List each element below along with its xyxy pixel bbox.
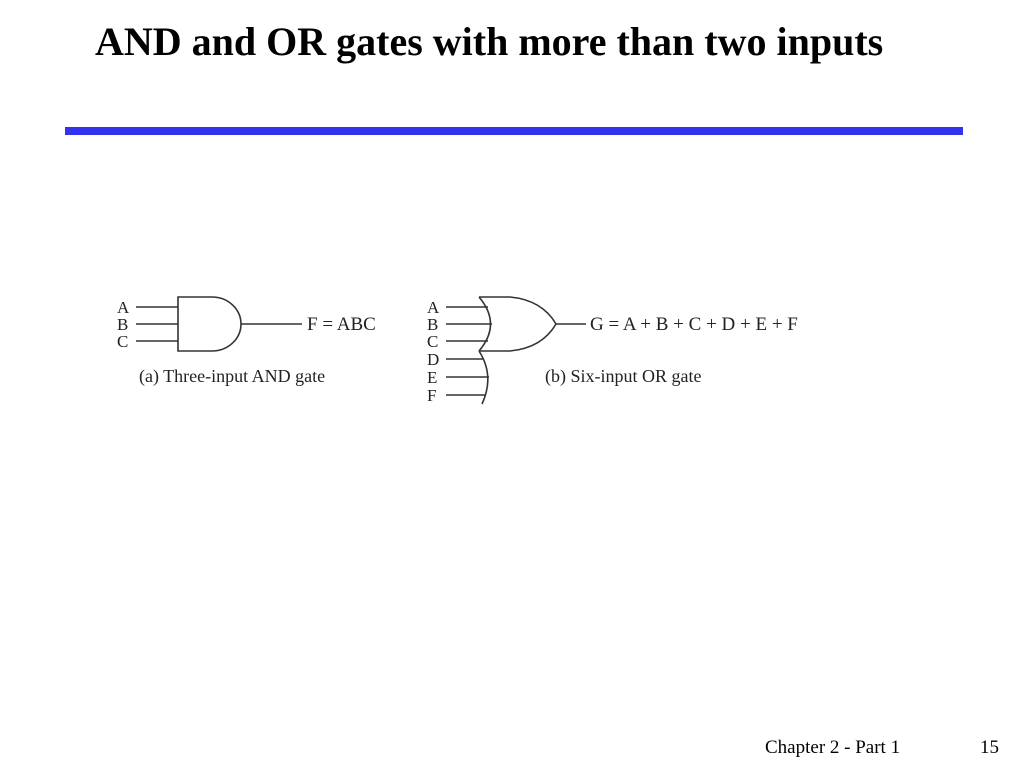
or-gate-caption: (b) Six-input OR gate: [545, 366, 701, 387]
or-input-label-b: B: [427, 315, 438, 334]
and-input-label-b: B: [117, 315, 128, 334]
title-underline: [65, 127, 963, 135]
slide-title: AND and OR gates with more than two inpu…: [95, 19, 884, 64]
or-input-label-a: A: [427, 298, 440, 317]
footer-chapter-label: Chapter 2 - Part 1: [765, 737, 901, 758]
and-gate-symbol: [177, 296, 242, 352]
and-gate-caption: (a) Three-input AND gate: [139, 366, 325, 387]
or-input-label-c: C: [427, 332, 438, 351]
three-input-and-gate-figure: A B C F = ABC (a) Three-input AND gate: [117, 296, 376, 387]
or-input-label-d: D: [427, 350, 439, 369]
or-output-expression: G = A + B + C + D + E + F: [590, 314, 798, 335]
or-input-label-f: F: [427, 386, 436, 405]
and-output-expression: F = ABC: [307, 314, 376, 335]
and-input-label-a: A: [117, 298, 130, 317]
or-input-label-e: E: [427, 368, 437, 387]
six-input-or-gate-figure: A B C D E F G = A + B + C + D + E + F (b…: [427, 296, 798, 405]
footer-page-number: 15: [980, 737, 999, 758]
and-input-label-c: C: [117, 332, 128, 351]
